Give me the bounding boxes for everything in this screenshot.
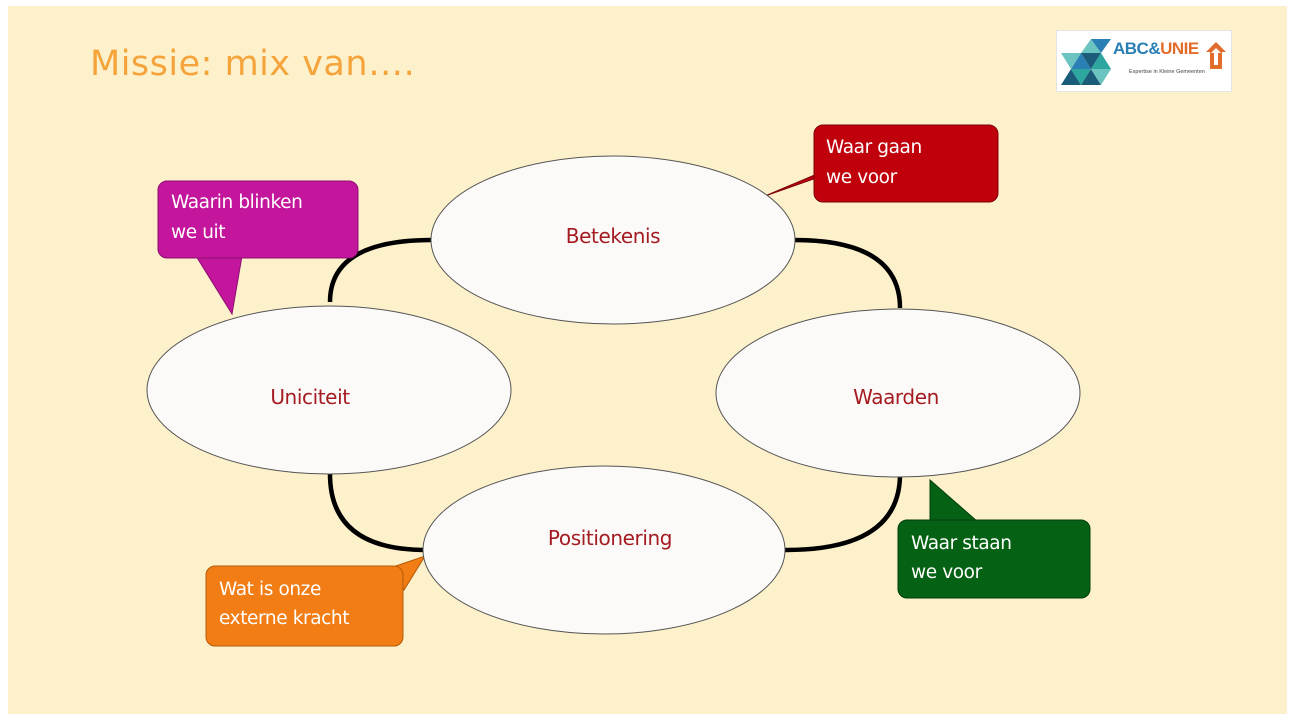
callout-positionering-line1: Wat is onze bbox=[219, 579, 321, 600]
callout-uniciteit-pointer bbox=[195, 255, 243, 316]
ellipse-waarden bbox=[715, 308, 1081, 478]
callout-waarden-line1: Waar staan bbox=[911, 533, 1012, 554]
callout-uniciteit-line1: Waarin blinken bbox=[171, 192, 303, 213]
label-betekenis: Betekenis bbox=[565, 224, 661, 248]
callout-waarden-box bbox=[897, 519, 1091, 599]
ellipse-betekenis bbox=[430, 155, 796, 325]
callout-positionering bbox=[205, 555, 427, 647]
callout-positionering-line2: externe kracht bbox=[219, 608, 350, 629]
callout-positionering-box bbox=[205, 565, 404, 647]
logo-word-unie: UNIE bbox=[1160, 39, 1199, 58]
callout-waarden-line2: we voor bbox=[911, 562, 982, 583]
callout-betekenis-line2: we voor bbox=[826, 167, 897, 188]
callout-betekenis-box bbox=[813, 124, 999, 203]
callout-uniciteit-box bbox=[157, 180, 359, 259]
logo-subtitle: Expertise in Kleine Gemeenten bbox=[1129, 69, 1205, 75]
logo: ABC&UNIE Expertise in Kleine Gemeenten bbox=[1056, 30, 1232, 92]
logo-word-abc: ABC& bbox=[1113, 39, 1161, 58]
house-arrow-icon bbox=[1206, 42, 1226, 69]
triangle-mosaic-icon bbox=[1061, 39, 1111, 85]
ellipse-uniciteit bbox=[146, 305, 512, 475]
callout-waarden-pointer bbox=[929, 478, 980, 523]
label-positionering: Positionering bbox=[547, 526, 673, 550]
label-waarden: Waarden bbox=[853, 385, 939, 409]
callout-waarden bbox=[897, 478, 1091, 599]
callout-uniciteit-line2: we uit bbox=[171, 222, 226, 243]
callout-betekenis-line1: Waar gaan bbox=[826, 137, 922, 158]
callout-uniciteit bbox=[157, 180, 359, 316]
label-uniciteit: Uniciteit bbox=[270, 385, 350, 409]
logo-wordmark: ABC&UNIE bbox=[1113, 39, 1199, 59]
ellipse-positionering bbox=[422, 465, 786, 635]
callout-betekenis bbox=[764, 124, 999, 203]
slide-title: Missie: mix van…. bbox=[90, 44, 416, 84]
